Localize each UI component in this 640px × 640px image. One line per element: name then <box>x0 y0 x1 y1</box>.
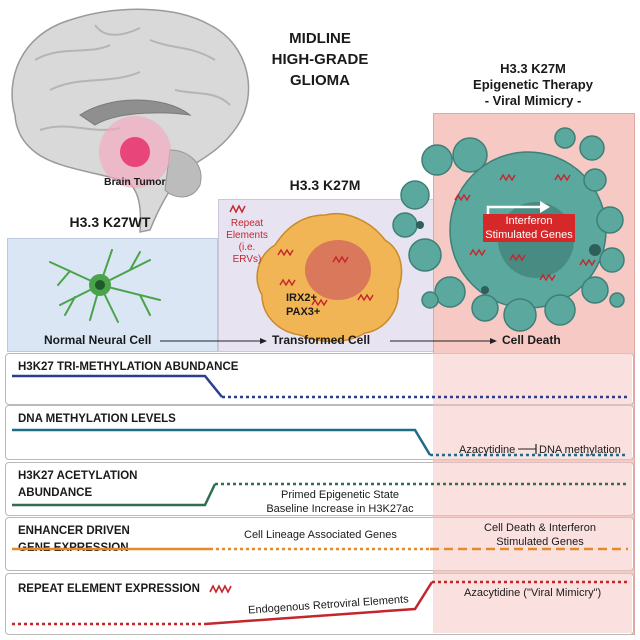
repeat-legend: Repeat Elements (i.e. ERVs) <box>224 218 270 266</box>
therapy-title-line-3: - Viral Mimicry - <box>484 93 582 108</box>
marker-labels: IRX2+ PAX3+ <box>286 291 320 319</box>
therapy-caption: Cell Death <box>502 333 561 347</box>
isg-arrow <box>486 201 550 217</box>
track-h3k27ac-title: H3K27 ACETYLATION ABUNDANCE <box>18 468 138 502</box>
repeat-legend-line-1: Repeat <box>230 218 264 229</box>
main-title-line-3: GLIOMA <box>290 72 350 89</box>
therapy-title: H3.3 K27M Epigenetic Therapy - Viral Mim… <box>443 61 623 109</box>
wt-panel-bg <box>7 238 218 352</box>
cell-death-isg-line-2: Stimulated Genes <box>496 536 584 548</box>
repeat-legend-line-3: (i.e. ERVs) <box>232 242 262 265</box>
primed-state-line-2: Baseline Increase in H3K27ac <box>266 503 414 515</box>
isg-box: Interferon Stimulated Genes <box>483 214 575 242</box>
therapy-title-line-2: Epigenetic Therapy <box>473 77 593 92</box>
track-repeat-expression-title: REPEAT ELEMENT EXPRESSION <box>18 583 200 595</box>
tumor-core <box>120 137 150 167</box>
viral-mimicry-label: Azacytidine ("Viral Mimicry") <box>464 587 602 599</box>
cell-death-isg-label: Cell Death & Interferon Stimulated Genes <box>470 521 610 549</box>
cell-death-isg-line-1: Cell Death & Interferon <box>484 522 596 534</box>
wt-title: H3.3 K27WT <box>69 214 151 230</box>
neuron-illustration <box>49 249 161 323</box>
marker-irx2: IRX2+ <box>286 292 317 304</box>
isg-line-1: Interferon <box>505 215 553 227</box>
track-dna-methylation-title: DNA METHYLATION LEVELS <box>18 413 176 425</box>
isg-line-2: Stimulated Genes <box>485 229 573 241</box>
primed-state-label: Primed Epigenetic State Baseline Increas… <box>255 488 425 516</box>
repeat-legend-line-2: Elements <box>226 230 268 241</box>
transformed-nucleus <box>305 240 371 300</box>
primed-state-line-1: Primed Epigenetic State <box>280 489 399 501</box>
marker-pax3: PAX3+ <box>286 306 321 318</box>
wt-caption: Normal Neural Cell <box>44 333 152 347</box>
track-enhancer-title-line-1: ENHANCER DRIVEN <box>18 525 130 537</box>
therapy-track-tint <box>433 353 632 633</box>
main-title: MIDLINE HIGH-GRADE GLIOMA <box>255 28 385 91</box>
dna-methylation-label: DNA methylation <box>539 444 621 456</box>
track-h3k27me3-title: H3K27 TRI-METHYLATION ABUNDANCE <box>18 361 239 373</box>
k27m-title: H3.3 K27M <box>289 177 361 193</box>
main-title-line-1: MIDLINE <box>289 30 351 47</box>
lineage-genes-label: Cell Lineage Associated Genes <box>244 529 397 541</box>
azacytidine-label: Azacytidine <box>459 444 516 456</box>
brain-tumor-label: Brain Tumor <box>104 176 166 188</box>
repeat-element-glyph <box>209 584 232 594</box>
track-h3k27ac-title-line-1: H3K27 ACETYLATION <box>18 470 138 482</box>
main-title-line-2: HIGH-GRADE <box>271 51 369 68</box>
track-h3k27ac-title-line-2: ABUNDANCE <box>18 487 93 499</box>
k27m-caption: Transformed Cell <box>272 333 371 347</box>
therapy-title-line-1: H3.3 K27M <box>500 61 566 76</box>
